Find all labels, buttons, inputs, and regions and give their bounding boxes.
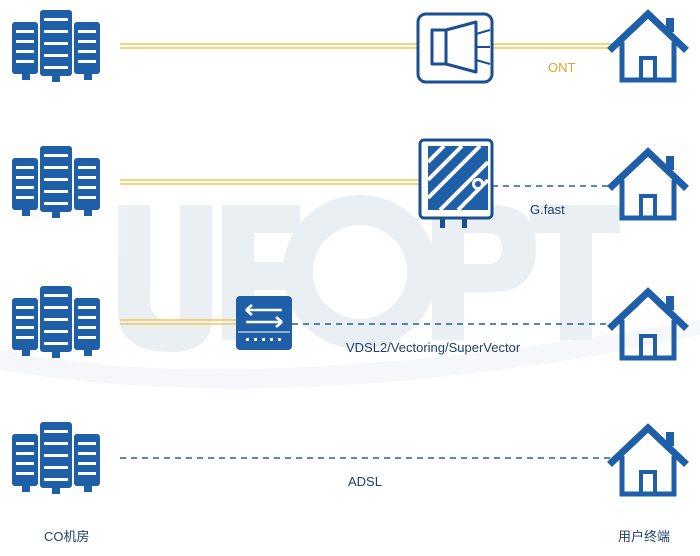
fiber-link [120,179,420,185]
fiber-link [120,319,236,325]
vdsl-cabinet-icon [236,296,292,350]
tech-label-gfast: G.fast [530,202,565,217]
home-icon [612,14,684,80]
user-terminal-label: 用户终端 [618,529,671,544]
co-server-icon [12,10,100,82]
tech-label-adsl: ADSL [348,474,382,489]
co-server-icon [12,146,100,218]
ont-icon [416,12,494,84]
co-server-icon [12,286,100,358]
watermark [0,195,700,389]
co-server-icon [12,422,100,494]
co-label: CO机房 [44,529,90,544]
tech-label-vdsl: VDSL2/Vectoring/SuperVector [346,340,521,355]
fiber-link [120,43,612,49]
row-gfast [12,138,684,228]
row-adsl [12,422,684,494]
row-vdsl [12,286,684,358]
home-icon [612,292,684,358]
row-ont [12,10,684,84]
gfast-dpu-icon [418,138,494,228]
home-icon [612,152,684,218]
home-icon [612,428,684,494]
tech-label-ont: ONT [548,60,576,75]
